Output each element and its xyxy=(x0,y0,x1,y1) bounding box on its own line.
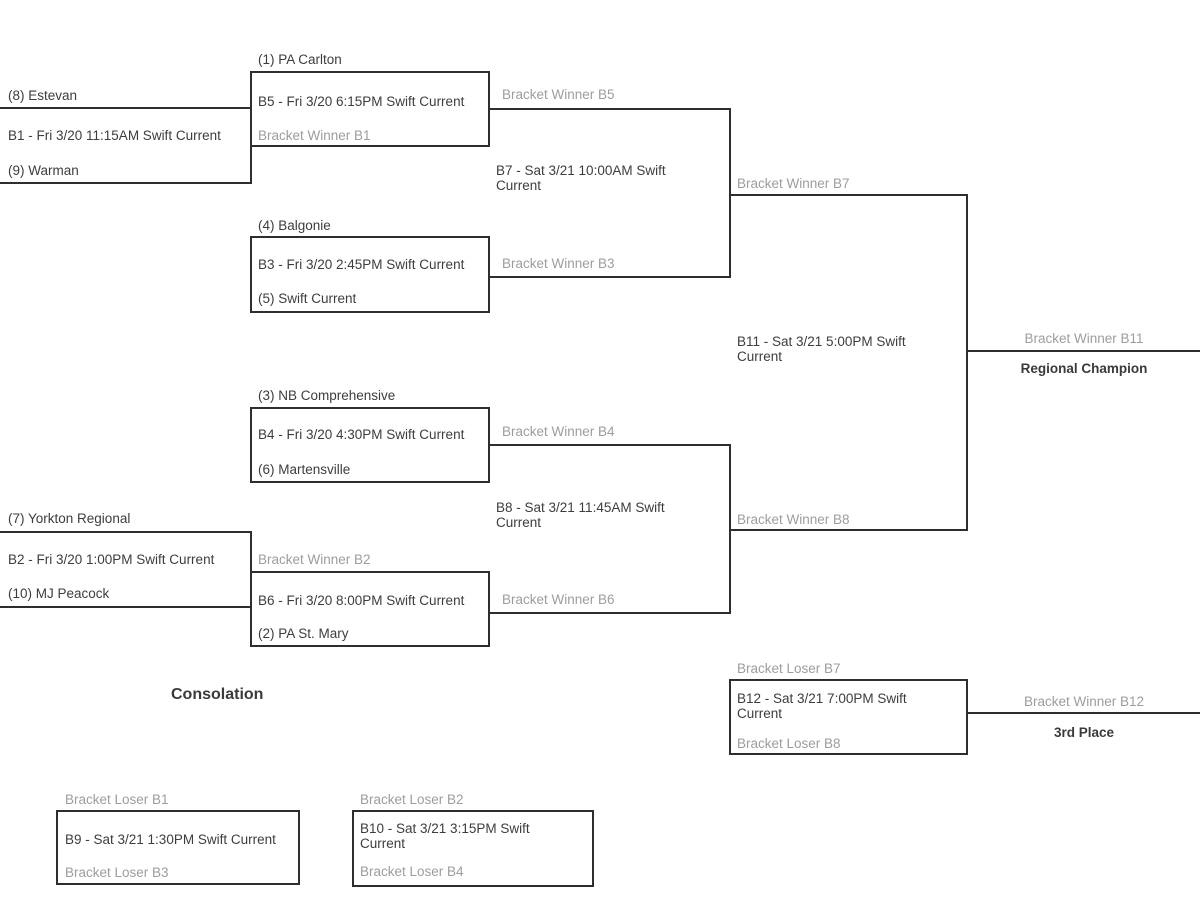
match-b1-top-line xyxy=(0,107,252,109)
match-b7-connector xyxy=(729,108,731,278)
third-place-line xyxy=(968,712,1200,714)
slot-b1-top: (8) Estevan xyxy=(8,88,78,103)
match-b8-top-line xyxy=(490,444,731,446)
match-b10-box xyxy=(352,810,594,887)
slot-b4-bottom: (6) Martensville xyxy=(258,462,351,477)
champion-source-label: Bracket Winner B11 xyxy=(1024,331,1144,346)
match-b3-info: B3 - Fri 3/20 2:45PM Swift Current xyxy=(258,257,465,272)
match-b2-info: B2 - Fri 3/20 1:00PM Swift Current xyxy=(8,552,215,567)
match-b12-info: B12 - Sat 3/21 7:00PM Swift Current xyxy=(737,691,907,721)
slot-b7-top: Bracket Winner B5 xyxy=(502,87,615,102)
match-b4-box xyxy=(250,407,490,483)
slot-b10-top: Bracket Loser B2 xyxy=(360,792,464,807)
slot-b11-bottom: Bracket Winner B8 xyxy=(737,512,850,527)
slot-b10-bottom: Bracket Loser B4 xyxy=(360,864,464,879)
match-b11-top-line xyxy=(731,194,968,196)
match-b2-bottom-line xyxy=(0,606,252,608)
third-place-source-label: Bracket Winner B12 xyxy=(1023,694,1145,709)
slot-b2-bottom: (10) MJ Peacock xyxy=(8,586,110,601)
match-b8-bottom-line xyxy=(490,612,731,614)
consolation-heading: Consolation xyxy=(171,686,264,703)
champion-line xyxy=(968,350,1200,352)
match-b6-box xyxy=(250,571,490,647)
match-b11-connector xyxy=(966,194,968,531)
slot-b12-bottom: Bracket Loser B8 xyxy=(737,736,841,751)
slot-b9-top: Bracket Loser B1 xyxy=(65,792,169,807)
match-b8-connector xyxy=(729,444,731,614)
slot-b8-bottom: Bracket Winner B6 xyxy=(502,592,615,607)
slot-b6-top: Bracket Winner B2 xyxy=(258,552,371,567)
match-b11-info: B11 - Sat 3/21 5:00PM Swift Current xyxy=(737,334,906,364)
match-b8-info: B8 - Sat 3/21 11:45AM Swift Current xyxy=(496,500,665,530)
match-b12-box xyxy=(729,679,968,755)
match-b2-top-line xyxy=(0,531,252,533)
slot-b6-bottom: (2) PA St. Mary xyxy=(258,626,349,641)
match-b7-top-line xyxy=(490,108,731,110)
slot-b1-bottom: (9) Warman xyxy=(8,163,79,178)
match-b9-box xyxy=(56,810,300,885)
slot-b3-top: (4) Balgonie xyxy=(258,218,331,233)
slot-b5-bottom: Bracket Winner B1 xyxy=(258,128,371,143)
slot-b3-bottom: (5) Swift Current xyxy=(258,291,357,306)
match-b5-box xyxy=(250,71,490,147)
match-b3-box xyxy=(250,236,490,313)
slot-b2-top: (7) Yorkton Regional xyxy=(8,511,131,526)
match-b2-connector xyxy=(250,531,252,608)
slot-b4-top: (3) NB Comprehensive xyxy=(258,388,396,403)
match-b1-info: B1 - Fri 3/20 11:15AM Swift Current xyxy=(8,128,221,143)
match-b7-info: B7 - Sat 3/21 10:00AM Swift Current xyxy=(496,163,666,193)
match-b6-info: B6 - Fri 3/20 8:00PM Swift Current xyxy=(258,593,465,608)
slot-b5-top: (1) PA Carlton xyxy=(258,52,342,67)
match-b1-bottom-line xyxy=(0,182,252,184)
match-b7-bottom-line xyxy=(490,276,731,278)
match-b10-info: B10 - Sat 3/21 3:15PM Swift Current xyxy=(360,821,530,851)
slot-b11-top: Bracket Winner B7 xyxy=(737,176,850,191)
slot-b9-bottom: Bracket Loser B3 xyxy=(65,865,169,880)
match-b9-info: B9 - Sat 3/21 1:30PM Swift Current xyxy=(65,832,276,847)
third-place-title: 3rd Place xyxy=(1053,725,1115,740)
match-b5-info: B5 - Fri 3/20 6:15PM Swift Current xyxy=(258,94,465,109)
regional-champion-title: Regional Champion xyxy=(1020,361,1148,376)
match-b4-info: B4 - Fri 3/20 4:30PM Swift Current xyxy=(258,427,465,442)
slot-b7-bottom: Bracket Winner B3 xyxy=(502,256,615,271)
slot-b12-top: Bracket Loser B7 xyxy=(737,661,841,676)
match-b11-bottom-line xyxy=(731,529,968,531)
slot-b8-top: Bracket Winner B4 xyxy=(502,424,615,439)
